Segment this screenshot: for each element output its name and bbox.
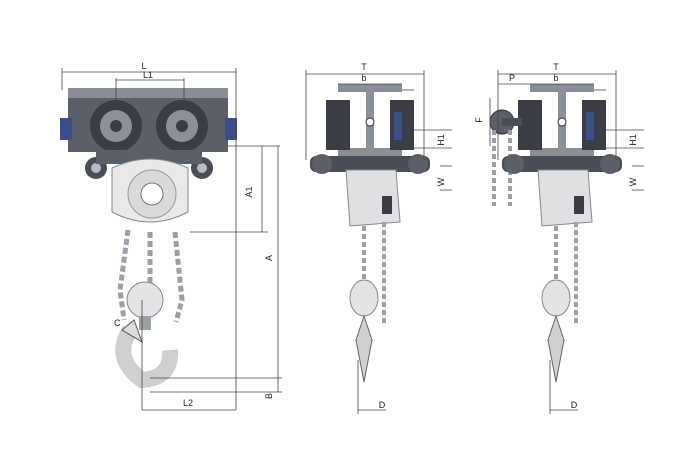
hook xyxy=(115,325,179,389)
label-L1: L1 xyxy=(143,70,153,80)
front-view: L L1 A1 A C L2 B xyxy=(60,61,282,411)
beam-flange xyxy=(68,88,228,98)
side-view-geared: T P b F H1 W D xyxy=(474,62,644,414)
geared-bottom-block xyxy=(541,279,571,317)
beam-top xyxy=(338,84,402,92)
side-axle xyxy=(310,156,430,172)
side-frame-left xyxy=(326,100,350,150)
side-plate-left xyxy=(60,118,72,140)
label-A: A xyxy=(264,255,274,261)
side-bottom-block xyxy=(349,279,379,317)
side-plate-right xyxy=(225,118,237,140)
label-B: B xyxy=(264,393,274,399)
hook-latch xyxy=(121,319,143,344)
label-P: P xyxy=(509,73,515,83)
label-F: F xyxy=(474,117,484,123)
label-W: W xyxy=(628,177,638,186)
label-T: T xyxy=(553,62,559,72)
label-H1: H1 xyxy=(628,134,638,146)
label-H1: H1 xyxy=(436,134,446,146)
label-D: D xyxy=(571,400,578,410)
side-hook xyxy=(355,314,373,383)
geared-hook xyxy=(547,314,565,383)
side-view: T b H1 W D xyxy=(305,62,452,414)
label-L2: L2 xyxy=(183,398,193,408)
label-b: b xyxy=(361,73,366,83)
label-b: b xyxy=(553,73,558,83)
label-C: C xyxy=(114,318,121,328)
label-L: L xyxy=(141,61,146,71)
label-D: D xyxy=(379,400,386,410)
label-A1: A1 xyxy=(244,186,254,197)
label-T: T xyxy=(361,62,367,72)
label-W: W xyxy=(436,177,446,186)
bottom-block xyxy=(126,281,164,319)
